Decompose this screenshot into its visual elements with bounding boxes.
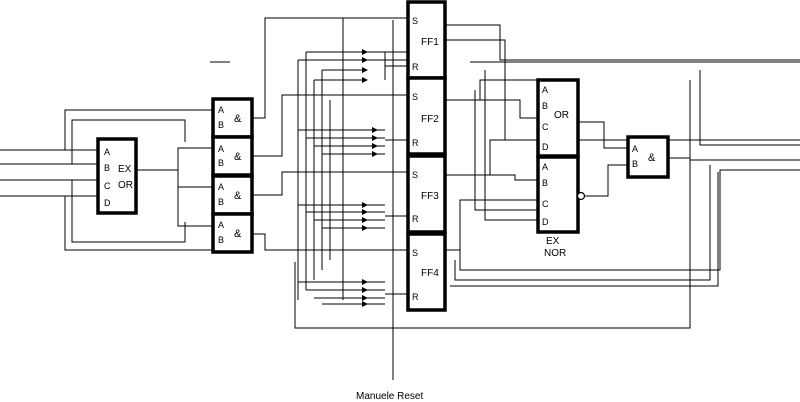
exor-input-b: B	[104, 163, 110, 173]
exor-input-c: C	[104, 181, 111, 191]
ff-reset-input: R	[412, 138, 419, 148]
diode-group-ff4	[362, 279, 368, 307]
diode-array	[362, 49, 378, 307]
diode	[362, 209, 368, 215]
ff-set-input: S	[412, 92, 418, 102]
diode	[362, 301, 368, 307]
or-gate: A B C D OR	[536, 78, 580, 158]
exor-input-d: D	[104, 198, 111, 208]
ff-title: FF3	[421, 191, 439, 202]
diode-group-ff1	[362, 49, 368, 83]
and-input-b: B	[218, 197, 224, 207]
ff-reset-input: R	[412, 214, 419, 224]
or-input-a: A	[542, 85, 548, 95]
diode	[362, 225, 368, 231]
ff-title: FF4	[421, 268, 439, 279]
diode-group-ff2	[372, 127, 378, 157]
diode	[372, 127, 378, 133]
exnor-type-line1: EX	[546, 236, 560, 247]
diode	[362, 77, 368, 83]
or-input-d: D	[542, 142, 549, 152]
and-input-b: B	[632, 159, 638, 169]
and-input-b: B	[218, 235, 224, 245]
exnor-input-b: B	[542, 178, 548, 188]
and-gate-3: A B &	[211, 174, 254, 216]
ff-reset-input: R	[412, 62, 419, 72]
diode	[372, 135, 378, 141]
diode-group-ff3	[362, 202, 368, 231]
diode	[362, 279, 368, 285]
and-symbol: &	[648, 152, 656, 164]
diode	[362, 287, 368, 293]
and-gate-1: A B &	[211, 97, 254, 139]
and-gate-2: A B &	[211, 135, 254, 177]
and-symbol: &	[234, 228, 242, 240]
ff-title: FF1	[421, 37, 439, 48]
exor-gate: A B C D EX OR	[96, 137, 138, 215]
and-symbol: &	[234, 151, 242, 163]
exnor-input-c: C	[542, 199, 549, 209]
diode	[372, 143, 378, 149]
flip-flop-ff4: S FF4 R	[406, 232, 447, 312]
or-type: OR	[554, 110, 569, 121]
diode	[362, 202, 368, 208]
and-input-a: A	[218, 105, 224, 115]
and-input-a: A	[218, 182, 224, 192]
diode	[362, 217, 368, 223]
and-input-a: A	[218, 144, 224, 154]
and-input-b: B	[218, 120, 224, 130]
or-input-b: B	[542, 101, 548, 111]
diode	[362, 67, 368, 73]
ff-set-input: S	[412, 248, 418, 258]
and-gate-final: A B &	[626, 135, 670, 179]
and-input-b: B	[218, 158, 224, 168]
ff-set-input: S	[412, 170, 418, 180]
diode	[372, 151, 378, 157]
flip-flop-ff3: S FF3 R	[406, 154, 447, 234]
and-input-a: A	[218, 220, 224, 230]
wires	[0, 17, 800, 380]
flip-flop-ff1: S FF1 R	[406, 0, 447, 80]
ff-set-input: S	[412, 16, 418, 26]
exnor-gate: A B C D EX NOR	[536, 155, 586, 259]
and-symbol: &	[234, 113, 242, 125]
diode	[362, 57, 368, 63]
exor-input-a: A	[104, 147, 110, 157]
exnor-type-line2: NOR	[544, 248, 566, 259]
or-input-c: C	[542, 122, 549, 132]
ff-title: FF2	[421, 114, 439, 125]
diode	[362, 295, 368, 301]
flip-flop-ff2: S FF2 R	[406, 76, 447, 156]
ff-reset-input: R	[412, 292, 419, 302]
and-gate-4: A B &	[211, 212, 254, 254]
exor-type-line2: OR	[118, 180, 133, 191]
exnor-input-a: A	[542, 162, 548, 172]
diode	[362, 49, 368, 55]
exor-type-line1: EX	[118, 164, 132, 175]
manual-reset-label: Manuele Reset	[356, 391, 423, 402]
exnor-input-d: D	[542, 217, 549, 227]
inverter-bubble	[576, 191, 586, 201]
and-input-a: A	[632, 144, 638, 154]
and-symbol: &	[234, 190, 242, 202]
